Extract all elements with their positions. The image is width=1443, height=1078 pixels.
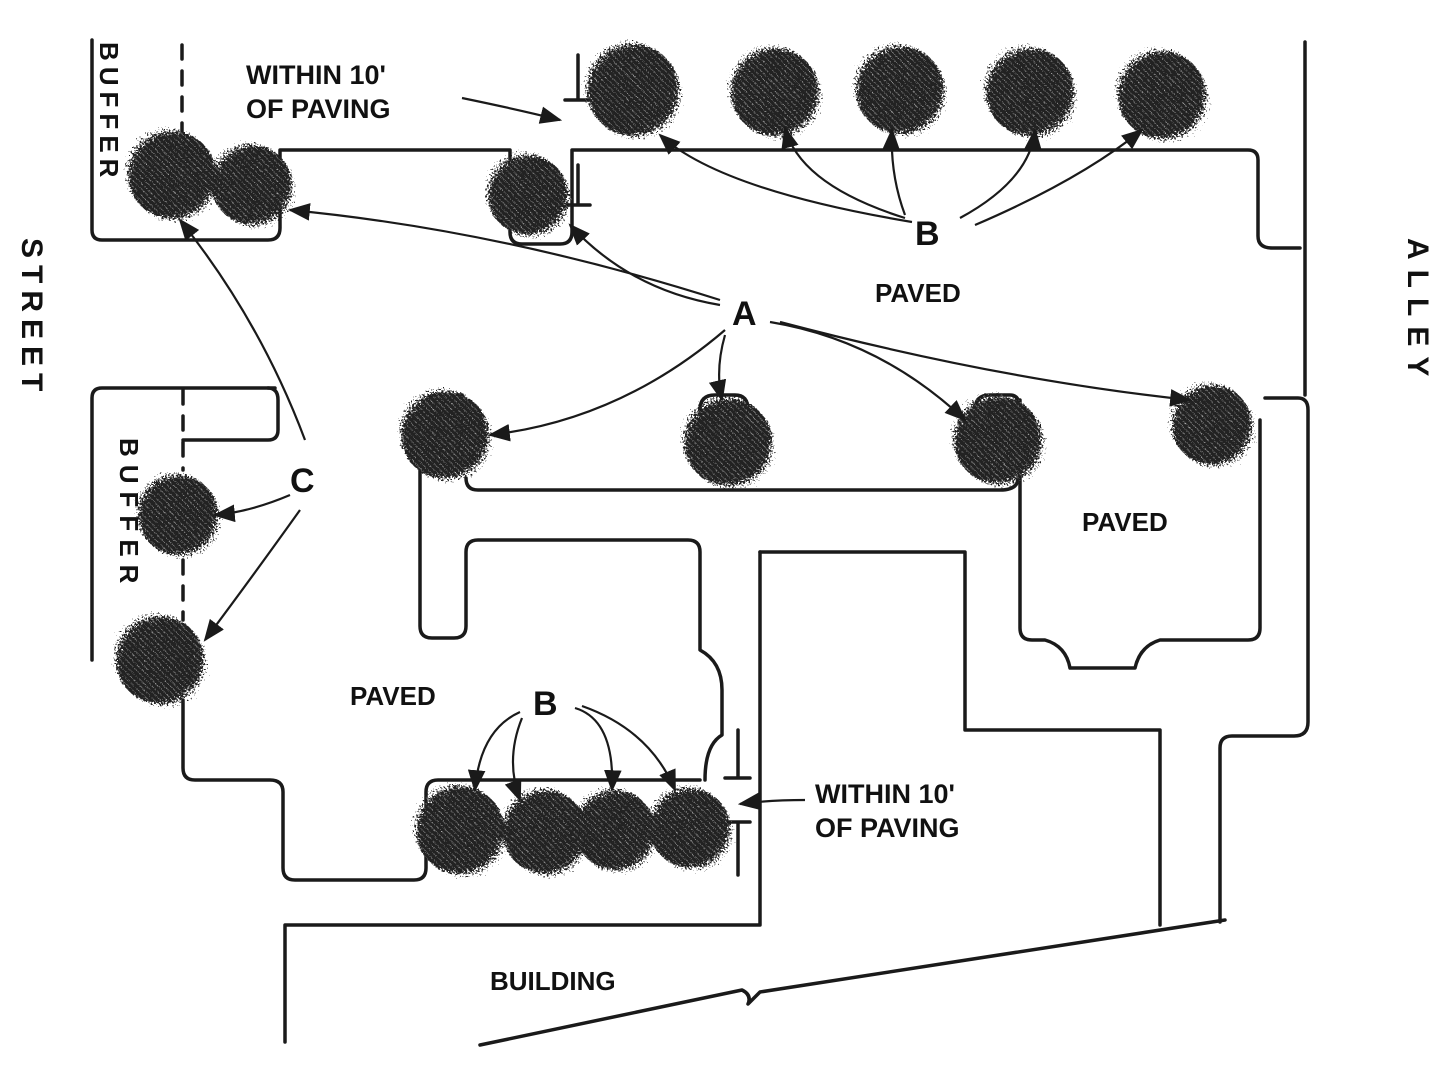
callout-b-bottom: B [533, 685, 558, 723]
shrub-icon [212, 145, 292, 225]
buffer-bottom-label: BUFFER [114, 438, 144, 591]
within-top-line2: OF PAVING [246, 94, 391, 124]
callout-b-top: B [915, 215, 940, 253]
callout-a: A [732, 295, 757, 333]
left-lower-outline [181, 698, 702, 882]
street-label: STREET [15, 238, 48, 398]
shrub-icon [650, 788, 730, 868]
shrub-icon [128, 131, 216, 219]
building-outline [283, 550, 762, 1044]
callout-c: C [290, 462, 315, 500]
within-top-line1: WITHIN 10' [246, 60, 386, 90]
paved-right-label: PAVED [1082, 507, 1168, 537]
building-break-line [478, 918, 1227, 1047]
shrub-icon [684, 398, 772, 486]
shrub-icon [488, 155, 568, 235]
within-bottom-line2: OF PAVING [815, 813, 960, 843]
shrubs [116, 44, 1252, 874]
within-bottom-line1: WITHIN 10' [815, 779, 955, 809]
shrub-icon [587, 44, 679, 136]
building-step-outline [758, 550, 1162, 927]
dimension-bottom [723, 728, 752, 877]
callout-arrows [178, 96, 1193, 811]
island-outline [418, 418, 724, 782]
shrub-icon [986, 48, 1074, 136]
buffer-top-label: BUFFER [94, 42, 124, 183]
shrub-icon [401, 391, 489, 479]
shrub-icon [856, 46, 944, 134]
alley-label: ALLEY [1401, 238, 1434, 386]
shrub-icon [954, 396, 1042, 484]
buffer-notch [181, 386, 280, 442]
shrub-icon [138, 475, 218, 555]
island-bottom-line [464, 476, 1020, 492]
shrub-icon [416, 786, 504, 874]
shrub-icon [116, 616, 204, 704]
dimension-top [563, 53, 592, 207]
labels: STREET ALLEY BUFFER BUFFER WITHIN 10' OF… [15, 42, 1434, 996]
shrub-icon [575, 790, 655, 870]
shrub-icon [1118, 51, 1206, 139]
shrub-icon [731, 48, 819, 136]
right-outer-outline [1218, 396, 1310, 924]
building-label: BUILDING [490, 966, 616, 996]
left-paved-outline [90, 386, 277, 662]
paved-top-label: PAVED [875, 278, 961, 308]
shrub-icon [1172, 385, 1252, 465]
paved-left-label: PAVED [350, 681, 436, 711]
top-paved-outline [90, 38, 1302, 250]
shrub-icon [503, 790, 587, 874]
right-paved-outline [1018, 398, 1262, 670]
